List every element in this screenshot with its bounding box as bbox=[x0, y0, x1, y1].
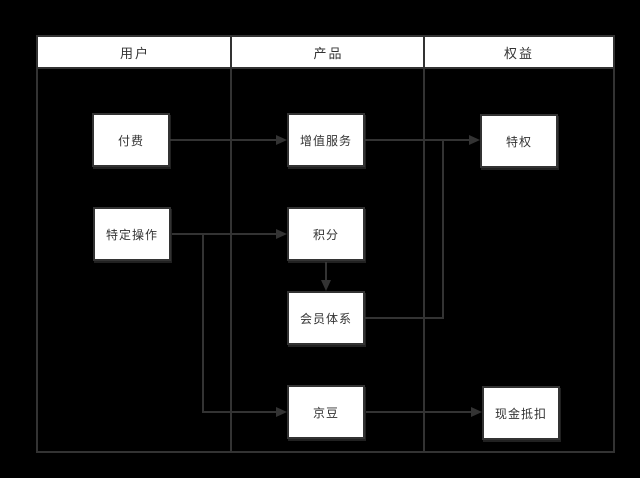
node-membership-system: 会员体系 bbox=[287, 291, 365, 345]
node-pay: 付费 bbox=[92, 113, 170, 167]
node-specific-action: 特定操作 bbox=[93, 207, 171, 261]
column-header-product: 产品 bbox=[313, 46, 344, 62]
node-value-added-service: 增值服务 bbox=[287, 113, 365, 167]
node-points: 积分 bbox=[287, 207, 365, 261]
node-cash-deduction: 现金抵扣 bbox=[482, 386, 560, 440]
lane-divider-user-product bbox=[230, 37, 232, 451]
column-header-benefit: 权益 bbox=[503, 46, 534, 62]
column-header-user: 用户 bbox=[119, 46, 150, 62]
lane-divider-product-benefit bbox=[423, 37, 425, 451]
node-jingdou: 京豆 bbox=[287, 385, 365, 439]
node-privilege: 特权 bbox=[480, 114, 558, 168]
swimlane-header-row: 用户 产品 权益 bbox=[38, 37, 613, 69]
